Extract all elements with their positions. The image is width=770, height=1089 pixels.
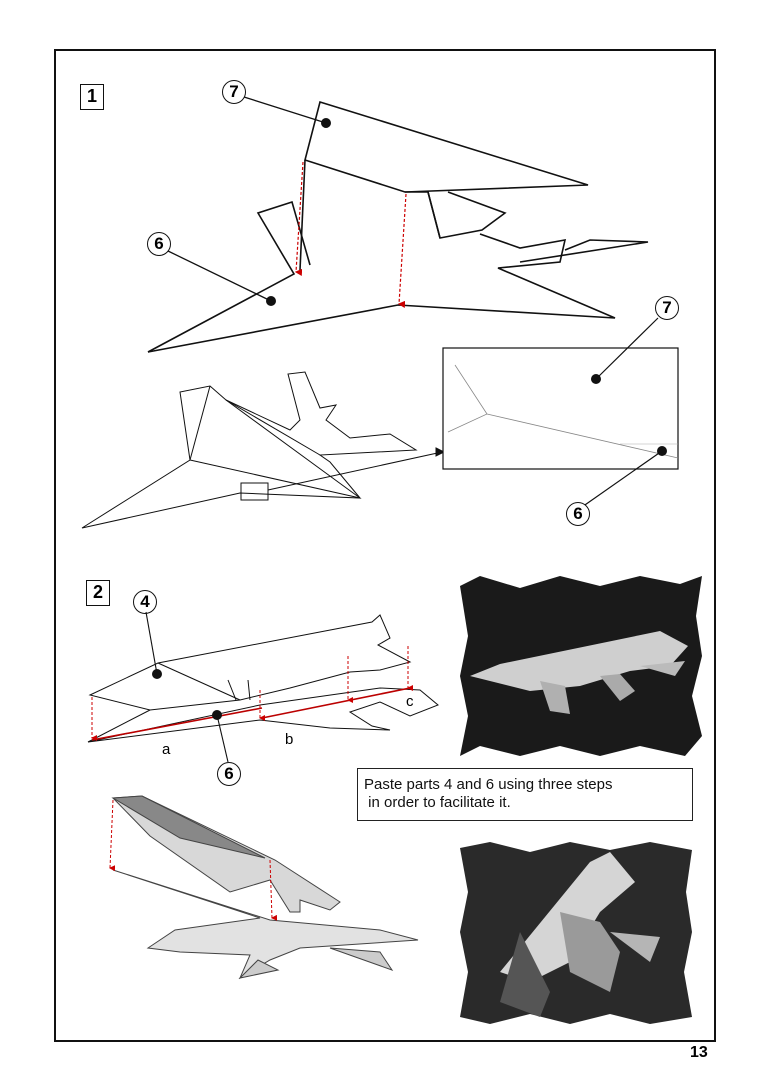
part-7-drawing	[304, 100, 589, 239]
step-number-1: 1	[80, 84, 104, 110]
detail-callout-part-6: 6	[566, 502, 590, 526]
photo-model-hand-view	[460, 842, 692, 1024]
callout-part-6: 6	[147, 232, 171, 256]
detail-zoom-box	[442, 317, 679, 508]
callout-part-7: 7	[222, 80, 246, 104]
assembled-view-drawing	[81, 371, 446, 529]
photo-model-side-view	[460, 576, 702, 756]
shaded-assembly-drawing	[111, 795, 419, 980]
detail-callout-part-7: 7	[655, 296, 679, 320]
page-number: 13	[690, 1044, 708, 1061]
instruction-box: Paste parts 4 and 6 using three steps in…	[357, 768, 693, 821]
guide-arrows	[294, 161, 407, 308]
instruction-line-2: in order to facilitate it.	[364, 794, 511, 811]
step-number-2: 2	[86, 580, 110, 606]
part-6-drawing	[147, 159, 649, 353]
paste-step-b-label: b	[285, 731, 294, 748]
instruction-line-1: Paste parts 4 and 6 using three steps	[364, 776, 613, 793]
callout-part-6-step2: 6	[217, 762, 241, 786]
page-frame	[54, 49, 716, 1042]
paste-step-a-label: a	[162, 741, 171, 758]
paste-step-c-label: c	[406, 693, 414, 710]
callout-part-4: 4	[133, 590, 157, 614]
